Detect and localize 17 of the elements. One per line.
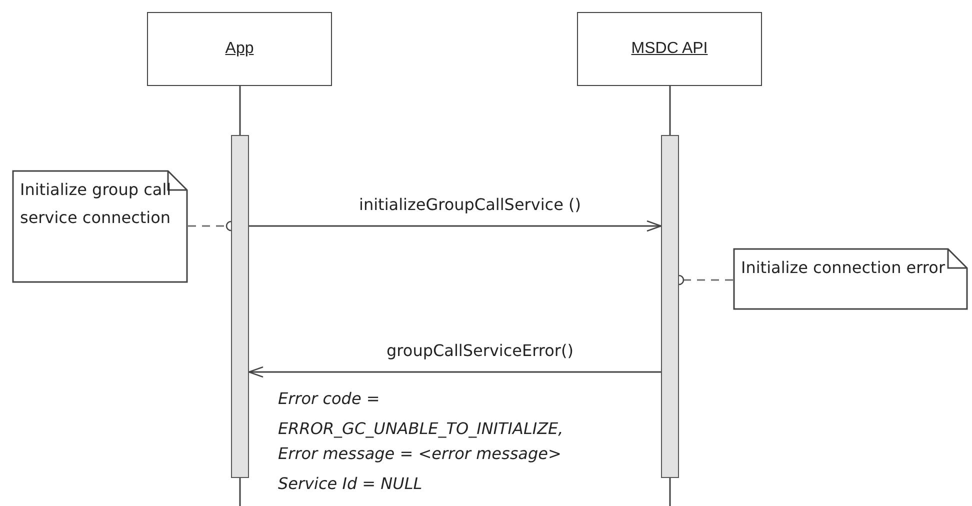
note <box>12 170 188 283</box>
activation-bar <box>661 135 679 478</box>
note-connector <box>669 86 671 135</box>
return-value-text: Service Id = NULL <box>278 474 422 494</box>
return-value-text: Error code = ERROR_GC_UNABLE_TO_INITIALIZE, <box>278 388 564 440</box>
lifeline-header <box>147 12 332 86</box>
note-connector <box>239 86 241 135</box>
note-text: Initialize connection error <box>741 257 946 279</box>
lifeline-header <box>577 12 762 86</box>
participant-name: MSDC API <box>631 40 708 58</box>
return-value-text: Error message = <error message> <box>278 444 562 464</box>
message-arrow <box>249 220 662 232</box>
participant-name: App <box>225 40 254 58</box>
activation-bar <box>231 135 249 478</box>
message-arrow <box>248 366 661 378</box>
note-text: Initialize group call service connection <box>20 179 172 229</box>
note <box>733 248 968 310</box>
